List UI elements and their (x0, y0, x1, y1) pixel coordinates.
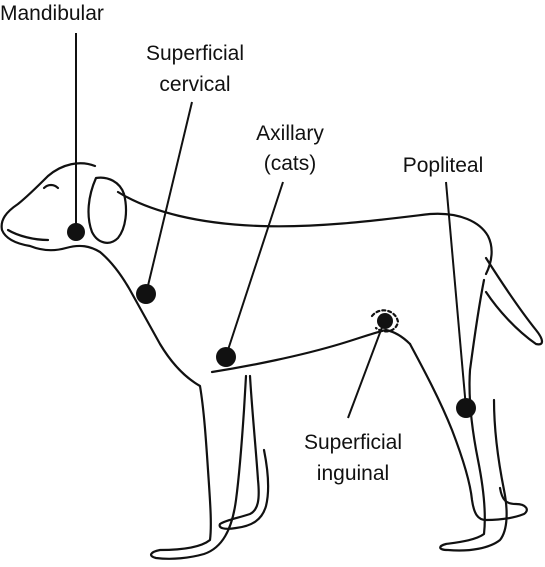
dog-outline (0, 162, 544, 560)
axillary-node-marker (216, 347, 236, 367)
dog-hind-leg-far (408, 342, 528, 522)
dog-tail (484, 256, 544, 346)
dog-ear (87, 176, 128, 244)
mandibular-node-marker (67, 223, 85, 241)
lymph-nodes (67, 223, 476, 418)
dog-mouth (6, 228, 50, 242)
dog-eye (42, 183, 60, 190)
leader-superficial-cervical (145, 101, 193, 295)
label-mandibular: Mandibular (0, 2, 104, 25)
label-popliteal: Popliteal (403, 154, 484, 177)
superficial-cervical-node-marker (136, 284, 156, 304)
dog-belly (210, 328, 412, 374)
labels: Mandibular Superficial cervical Axillary… (0, 2, 483, 485)
label-superficial-cervical-line1: Superficial (146, 42, 244, 65)
popliteal-node-marker (456, 398, 476, 418)
dog-back (116, 190, 493, 276)
leader-popliteal (445, 181, 467, 409)
label-superficial-cervical-line2: cervical (159, 73, 230, 96)
label-axillary-line1: Axillary (256, 122, 324, 145)
label-superficial-inguinal-line2: inguinal (317, 462, 389, 485)
label-axillary-line2: (cats) (264, 152, 317, 175)
dog-front-leg-far (218, 374, 270, 530)
dog-head-and-forebody (0, 162, 248, 560)
inguinal-region-outline (370, 309, 400, 333)
leader-superficial-inguinal (347, 321, 385, 419)
leader-lines (75, 33, 467, 419)
leader-axillary (225, 181, 284, 357)
label-superficial-inguinal-line1: Superficial (304, 431, 402, 454)
superficial-inguinal-node-marker (377, 313, 393, 329)
